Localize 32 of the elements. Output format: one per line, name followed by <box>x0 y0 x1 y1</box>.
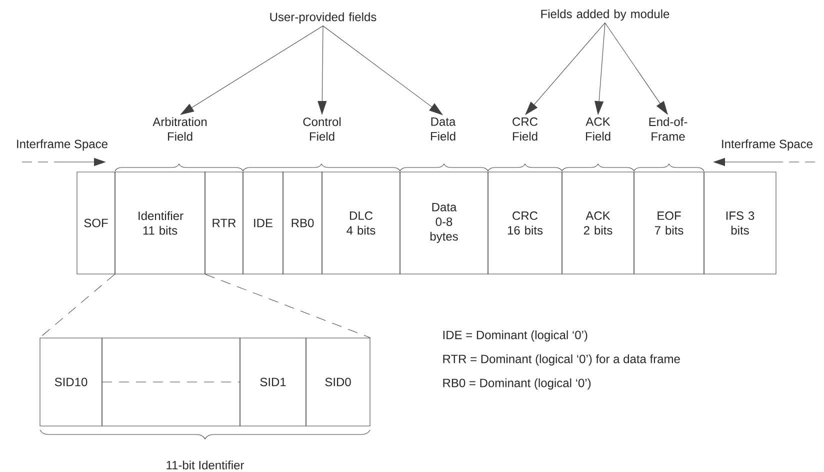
group-heading: Fields added by module <box>541 9 670 21</box>
field-label: Data Field <box>430 117 456 141</box>
frame-cell: RTR <box>204 172 244 274</box>
frame-cell: DLC 4 bits <box>322 172 400 274</box>
note: RTR = Dominant (logical ‘0’) for a data frame <box>443 354 680 366</box>
frame-cell: SOF <box>76 172 116 274</box>
frame-cell: IFS 3 bits <box>704 172 776 274</box>
frame-cell: RB0 <box>282 172 322 274</box>
group-heading: User-provided fields <box>270 12 376 24</box>
frame-cell: SID0 <box>306 338 370 426</box>
arrow <box>180 26 324 115</box>
frame-cell: CRC 16 bits <box>488 172 562 274</box>
empty-cell <box>102 338 240 426</box>
field-label: End-of-Frame <box>649 117 688 141</box>
brace-label: 11-bit Identifier <box>166 460 244 470</box>
field-label: ACK Field <box>586 117 610 141</box>
frame-cell: SID1 <box>240 338 306 426</box>
frame-cell: Data 0-8 bytes <box>400 172 488 274</box>
zoom-line <box>39 274 115 338</box>
frame-cell: ACK 2 bits <box>562 172 634 274</box>
arrow <box>604 22 668 115</box>
frame-cell: IDE <box>242 172 284 274</box>
frame-cell: Identifier 11 bits <box>114 172 206 274</box>
field-label: Control Field <box>303 117 341 141</box>
note: RB0 = Dominant (logical ‘0’) <box>443 378 591 390</box>
field-label: Arbitration Field <box>152 117 207 141</box>
field-label: CRC Field <box>512 117 538 141</box>
interframe-label: Interframe Space <box>722 139 812 151</box>
interframe-label: Interframe Space <box>17 139 108 151</box>
note: IDE = Dominant (logical ‘0’) <box>443 330 588 342</box>
frame-cell: EOF 7 bits <box>634 172 704 274</box>
frame-cell: SID10 <box>40 338 102 426</box>
